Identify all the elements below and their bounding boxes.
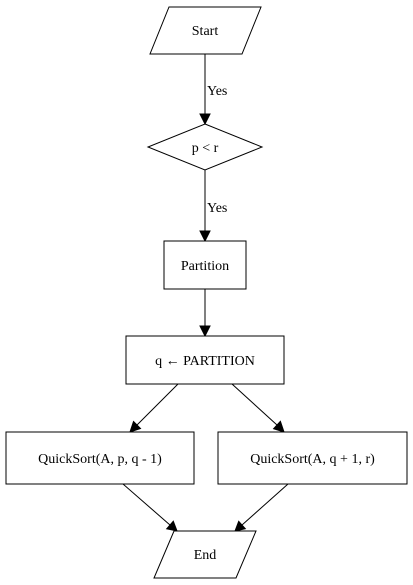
arrow-assign-to-right-call: [272, 420, 285, 433]
arrow-partition-to-assign: [199, 325, 211, 338]
edge-left-call-to-end: [122, 483, 171, 526]
start-shape: [149, 6, 262, 55]
assign-label: q ← PARTITION: [155, 354, 255, 369]
node-right-call: QuickSort(A, q + 1, r): [217, 431, 408, 485]
edge-assign-to-right-call: [231, 383, 278, 426]
right-call-shape: [217, 431, 408, 485]
arrow-right-call-to-end: [234, 520, 247, 532]
node-assign: q ← PARTITION: [125, 335, 285, 385]
node-condition: p < r: [146, 123, 264, 171]
edge-label-start-to-condition: Yes: [207, 84, 227, 99]
node-end: End: [153, 530, 257, 579]
start-label: Start: [192, 24, 219, 39]
edge-right-call-to-end: [241, 483, 289, 526]
left-call-label: QuickSort(A, p, q - 1): [38, 452, 162, 467]
node-left-call: QuickSort(A, p, q - 1): [5, 431, 195, 485]
end-label: End: [194, 548, 217, 563]
left-call-shape: [5, 431, 195, 485]
condition-label: p < r: [192, 141, 219, 156]
node-start: Start: [149, 6, 262, 55]
partition-label: Partition: [181, 259, 229, 274]
condition-shape: [146, 123, 264, 171]
node-partition: Partition: [163, 240, 247, 290]
arrow-condition-to-partition: [199, 230, 211, 243]
partition-shape: [163, 240, 247, 290]
end-shape: [153, 530, 257, 579]
arrow-left-call-to-end: [165, 520, 178, 532]
edge-assign-to-left-call: [136, 383, 179, 426]
nodes: Start p < r Partition q ← PARTITION Quic…: [5, 6, 408, 579]
edge-label-condition-to-partition: Yes: [207, 201, 227, 216]
assign-shape: [125, 335, 285, 385]
edges: Yes Yes: [122, 54, 289, 532]
arrow-assign-to-left-call: [129, 420, 142, 433]
right-call-label: QuickSort(A, q + 1, r): [250, 452, 375, 467]
arrow-start-to-condition: [199, 113, 211, 126]
